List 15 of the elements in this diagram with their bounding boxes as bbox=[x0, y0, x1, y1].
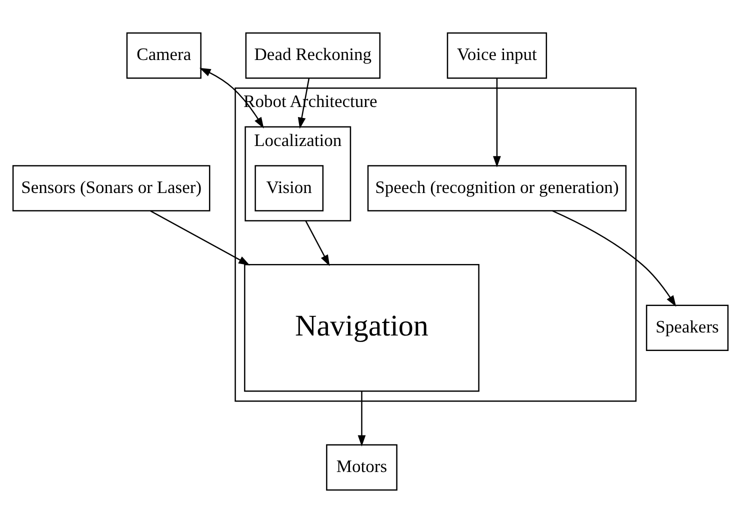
node-box: Dead Reckoning bbox=[245, 32, 381, 79]
node-box: Camera bbox=[126, 32, 202, 79]
node-box: Speakers bbox=[646, 304, 729, 352]
node-box: Navigation bbox=[244, 264, 480, 392]
arrow bbox=[199, 68, 264, 129]
node-box: Vision bbox=[254, 165, 324, 212]
arrow bbox=[305, 220, 330, 266]
node-box: Sensors (Sonars or Laser) bbox=[12, 165, 210, 212]
arrow bbox=[493, 78, 501, 168]
node-box: Voice input bbox=[446, 32, 548, 79]
arrow bbox=[358, 391, 366, 447]
arrow bbox=[150, 210, 250, 266]
node-box: Speech (recognition or generation) bbox=[367, 165, 627, 212]
node-box: Motors bbox=[326, 444, 398, 491]
arrow bbox=[552, 210, 676, 307]
